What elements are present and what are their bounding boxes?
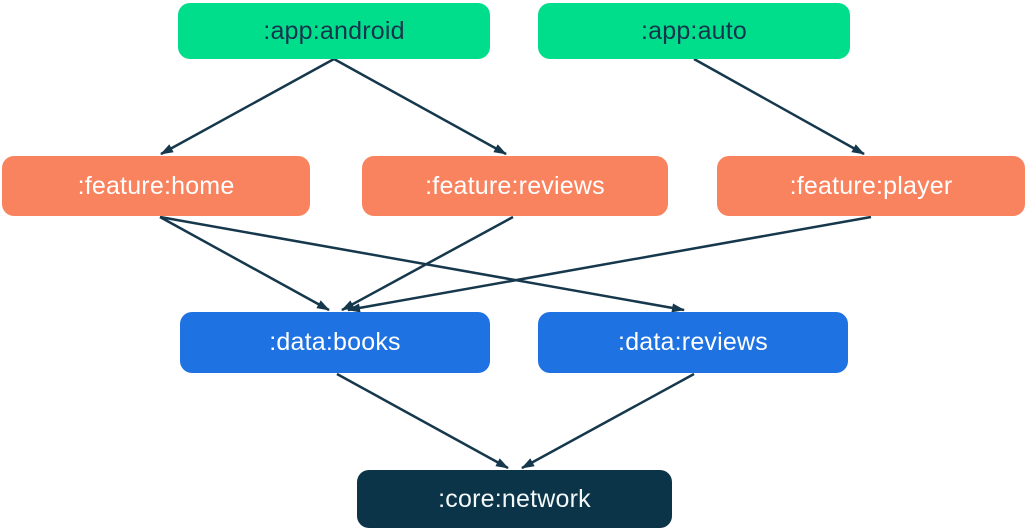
edge-feature-player-to-data-books bbox=[347, 215, 872, 313]
node-label: :core:network bbox=[438, 484, 591, 513]
node-label: :feature:reviews bbox=[425, 171, 605, 200]
node-core-network: :core:network bbox=[357, 470, 672, 528]
node-label: :data:reviews bbox=[618, 328, 768, 356]
node-feature-player: :feature:player bbox=[717, 156, 1025, 216]
edge-app-android-to-feature-home bbox=[160, 57, 335, 156]
edge-feature-reviews-to-data-books bbox=[341, 215, 514, 312]
edge-data-reviews-to-core-network bbox=[521, 372, 695, 470]
node-label: :data:books bbox=[269, 328, 401, 356]
node-feature-reviews: :feature:reviews bbox=[362, 156, 668, 216]
node-data-reviews: :data:reviews bbox=[538, 312, 848, 373]
node-app-android: :app:android bbox=[178, 3, 490, 59]
node-label: :app:auto bbox=[640, 16, 748, 45]
node-feature-home: :feature:home bbox=[2, 156, 310, 216]
node-data-books: :data:books bbox=[180, 312, 490, 373]
edge-data-books-to-core-network bbox=[336, 372, 509, 470]
edge-feature-home-to-data-reviews bbox=[159, 215, 685, 313]
edge-app-auto-to-feature-player bbox=[693, 57, 865, 156]
edge-feature-home-to-data-books bbox=[159, 215, 330, 312]
node-label: :app:android bbox=[263, 16, 405, 45]
edge-app-android-to-feature-reviews bbox=[333, 57, 507, 156]
node-label: :feature:home bbox=[77, 171, 235, 200]
node-label: :feature:player bbox=[789, 171, 953, 200]
node-app-auto: :app:auto bbox=[538, 3, 850, 59]
